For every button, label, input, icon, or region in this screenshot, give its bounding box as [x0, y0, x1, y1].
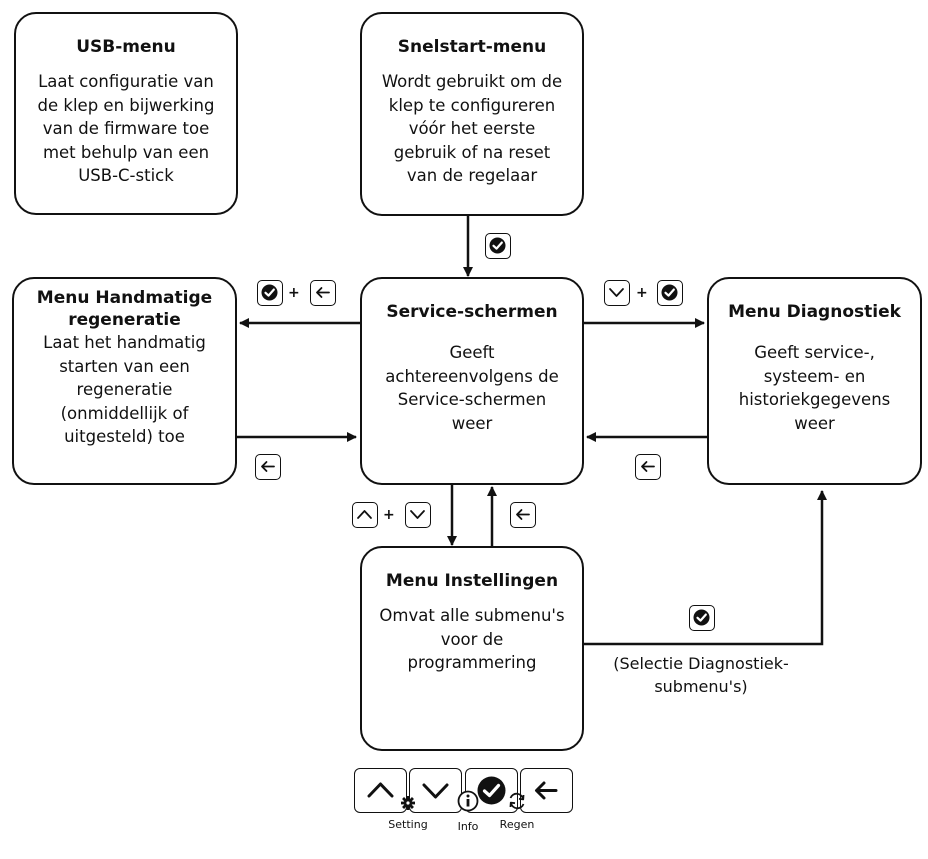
diagnostiek-selection-note: (Selectie Diagnostiek- submenu's)	[596, 652, 806, 698]
check-icon	[477, 776, 506, 805]
regen-label: Regen	[499, 818, 535, 831]
setting-label: Setting	[388, 818, 428, 831]
back-arrow-key-icon	[255, 454, 281, 480]
up-arrow-icon	[367, 782, 394, 798]
diagnostiek-menu-text-line: historiekgegevens	[738, 390, 891, 409]
handmatige-regeneratie-text-line: regeneratie	[76, 380, 173, 399]
arrow-instellingen-to-diagnostiek	[584, 490, 827, 646]
check-key-icon	[257, 280, 283, 306]
check-key-icon	[689, 605, 715, 631]
usb-menu-text-line: van de firmware toe	[42, 119, 210, 138]
usb-menu-text-line: met behulp van een	[42, 142, 210, 162]
down-arrow-key-icon	[604, 280, 630, 306]
plus-sign: +	[383, 507, 395, 523]
usb-menu-title: USB-menu	[76, 37, 176, 57]
service-schermen-title: Service-schermen	[386, 302, 558, 322]
instellingen-menu-text-line: programmering	[407, 653, 537, 672]
handmatige-regeneratie-text-line: starten van een	[59, 356, 190, 376]
down-arrow-icon	[422, 783, 449, 799]
plus-sign: +	[288, 285, 300, 301]
usb-menu-text-line: USB-C-stick	[78, 166, 174, 185]
info-label: Info	[457, 820, 479, 833]
check-key-icon	[485, 233, 511, 259]
handmatige-regeneratie-box: Menu Handmatige regeneratie Laat het han…	[12, 277, 237, 485]
back-button[interactable]	[520, 768, 573, 813]
back-arrow-key-icon	[635, 454, 661, 480]
handmatige-regeneratie-text-line: uitgesteld) toe	[64, 427, 185, 446]
handmatige-regeneratie-title: Menu Handmatige regeneratie	[14, 287, 235, 331]
diagnostiek-menu-text-line: systeem- en	[763, 366, 866, 386]
plus-sign: +	[636, 285, 648, 301]
diagnostiek-menu-title: Menu Diagnostiek	[728, 302, 901, 322]
handmatige-regeneratie-title-line: Menu Handmatige	[36, 288, 213, 308]
check-key-icon	[657, 280, 683, 306]
instellingen-menu-box: Menu Instellingen Omvat alle submenu's v…	[360, 546, 584, 751]
down-button[interactable]	[409, 768, 462, 813]
handmatige-regeneratie-text-line: Laat het handmatig	[43, 333, 206, 352]
diagnostiek-menu-text-line: Geeft service-,	[754, 343, 875, 362]
handmatige-regeneratie-title-line: regeneratie	[68, 310, 181, 330]
diagnostiek-selection-note-line: (Selectie Diagnostiek-	[613, 654, 789, 673]
instellingen-menu-title: Menu Instellingen	[385, 571, 559, 591]
handmatige-regeneratie-text-line: (onmiddellijk of	[60, 403, 189, 423]
snelstart-menu-box: Snelstart-menu Wordt gebruikt om de klep…	[360, 12, 584, 216]
service-schermen-text-line: achtereenvolgens de	[385, 366, 559, 386]
service-schermen-text-line: weer	[451, 413, 493, 433]
snelstart-menu-text-line: Wordt gebruikt om de	[381, 72, 563, 91]
check-button[interactable]	[465, 768, 518, 813]
down-arrow-key-icon	[405, 502, 431, 528]
usb-menu-text-line: Laat configuratie van	[38, 72, 214, 91]
diagnostiek-selection-note-line: submenu's)	[654, 677, 748, 696]
usb-menu-text-line: de klep en bijwerking	[37, 95, 215, 115]
service-schermen-text-line: Geeft	[449, 343, 495, 362]
back-arrow-key-icon	[310, 280, 336, 306]
service-schermen-box: Service-schermen Geeft achtereenvolgens …	[360, 277, 584, 485]
service-schermen-text-line: Service-schermen	[397, 390, 547, 409]
back-arrow-icon	[535, 781, 558, 800]
usb-menu-box: USB-menu Laat configuratie van de klep e…	[14, 12, 238, 215]
back-arrow-key-icon	[510, 502, 536, 528]
instellingen-menu-text-line: voor de	[440, 629, 504, 649]
diagnostiek-menu-box: Menu Diagnostiek Geeft service-, systeem…	[707, 277, 922, 485]
instellingen-menu-text-line: Omvat alle submenu's	[379, 606, 565, 625]
snelstart-menu-text-line: vóór het eerste	[408, 119, 536, 138]
snelstart-menu-title: Snelstart-menu	[397, 37, 547, 57]
up-button[interactable]	[354, 768, 407, 813]
snelstart-menu-text-line: van de regelaar	[406, 166, 538, 185]
diagnostiek-menu-text-line: weer	[794, 413, 835, 433]
snelstart-menu-text-line: klep te configureren	[388, 95, 556, 115]
up-arrow-key-icon	[352, 502, 378, 528]
snelstart-menu-text-line: gebruik of na reset	[393, 142, 551, 162]
